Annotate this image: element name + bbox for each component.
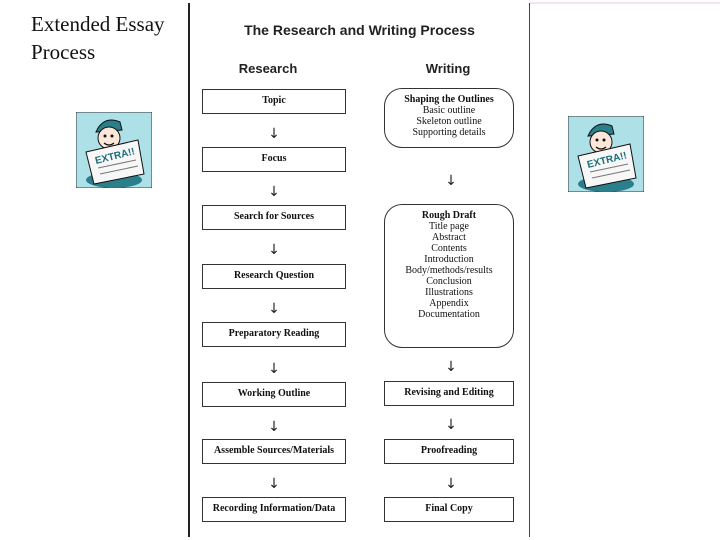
arrow-down-icon: ↓ xyxy=(445,359,457,375)
writing-step-final-copy: Final Copy xyxy=(384,497,514,522)
writing-draft-item: Introduction xyxy=(424,254,474,265)
research-step-search-sources: Search for Sources xyxy=(202,205,346,230)
writing-step-proofreading: Proofreading xyxy=(384,439,514,464)
writing-outlines-item: Skeleton outline xyxy=(416,116,482,127)
writing-step-rough-draft: Rough Draft Title page Abstract Contents… xyxy=(384,204,514,348)
arrow-down-icon: ↓ xyxy=(268,419,280,435)
diagram-title: The Research and Writing Process xyxy=(244,22,475,38)
slide-title: Extended Essay Process xyxy=(31,10,165,66)
research-step-preparatory-reading: Preparatory Reading xyxy=(202,322,346,347)
research-step-topic: Topic xyxy=(202,89,346,114)
newsboy-extra-icon: EXTRA!! xyxy=(76,112,152,188)
arrow-down-icon: ↓ xyxy=(268,126,280,142)
research-step-focus: Focus xyxy=(202,147,346,172)
research-heading: Research xyxy=(238,61,298,76)
writing-heading: Writing xyxy=(425,61,471,76)
arrow-down-icon: ↓ xyxy=(268,476,280,492)
research-step-recording-information: Recording Information/Data xyxy=(202,497,346,522)
writing-draft-item: Appendix xyxy=(429,298,469,309)
arrow-down-icon: ↓ xyxy=(445,173,457,189)
writing-outlines-item: Supporting details xyxy=(412,127,486,138)
slide-title-line-1: Extended Essay xyxy=(31,12,165,36)
writing-step-shaping-outlines: Shaping the Outlines Basic outline Skele… xyxy=(384,88,514,148)
newsboy-extra-icon: EXTRA!! xyxy=(568,116,644,192)
arrow-down-icon: ↓ xyxy=(268,301,280,317)
arrow-down-icon: ↓ xyxy=(268,184,280,200)
writing-draft-item: Conclusion xyxy=(426,276,472,287)
writing-draft-item: Title page xyxy=(429,221,469,232)
writing-draft-title: Rough Draft xyxy=(421,210,477,221)
writing-step-revising-editing: Revising and Editing xyxy=(384,381,514,406)
arrow-down-icon: ↓ xyxy=(445,417,457,433)
arrow-down-icon: ↓ xyxy=(268,242,280,258)
process-diagram: The Research and Writing Process Researc… xyxy=(188,3,530,537)
writing-draft-item: Documentation xyxy=(418,309,480,320)
research-step-assemble-sources: Assemble Sources/Materials xyxy=(202,439,346,464)
arrow-down-icon: ↓ xyxy=(268,361,280,377)
research-step-research-question: Research Question xyxy=(202,264,346,289)
writing-outlines-item: Basic outline xyxy=(422,105,476,116)
arrow-down-icon: ↓ xyxy=(445,476,457,492)
writing-draft-item: Illustrations xyxy=(425,287,473,298)
research-step-working-outline: Working Outline xyxy=(202,382,346,407)
writing-outlines-title: Shaping the Outlines xyxy=(404,94,494,105)
writing-draft-item: Contents xyxy=(431,243,467,254)
top-rule xyxy=(530,2,720,4)
writing-draft-item: Body/methods/results xyxy=(405,265,493,276)
slide-title-line-2: Process xyxy=(31,40,96,64)
writing-draft-item: Abstract xyxy=(432,232,466,243)
